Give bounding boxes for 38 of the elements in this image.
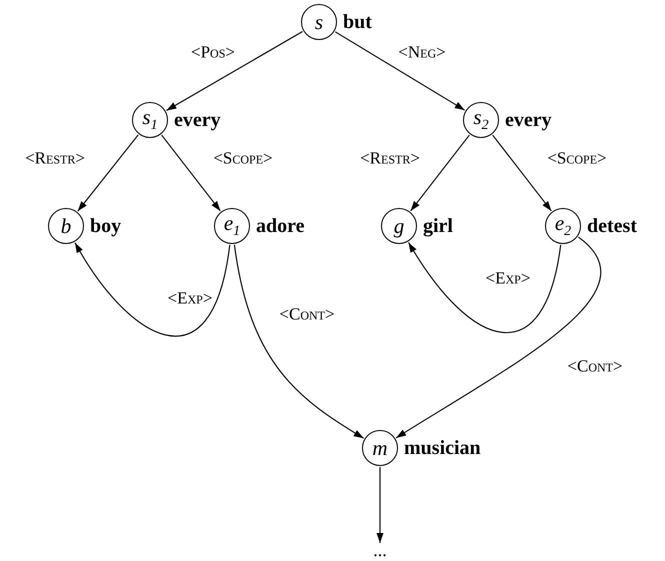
arrow <box>77 134 139 212</box>
edge-label: <Exp> <box>166 290 214 306</box>
arrow <box>334 31 466 111</box>
variable-circle: e$_{2}$ <box>545 208 581 244</box>
ellipsis-text: ... <box>365 543 395 557</box>
word-label: every <box>174 110 221 130</box>
edge-label: <Exp> <box>484 270 532 286</box>
variable-circle: m <box>362 430 398 466</box>
word-label: detest <box>587 216 637 236</box>
arrow <box>396 236 601 438</box>
word-label: boy <box>90 216 122 236</box>
variable-circle: s <box>301 4 337 40</box>
arrow <box>410 134 470 212</box>
edge-label: <Scope> <box>212 150 274 166</box>
arrow <box>161 134 221 212</box>
variable-circle: s$_{2}$ <box>463 102 499 138</box>
arrow <box>74 242 230 336</box>
edge-label: <Cont> <box>566 358 624 374</box>
edge-label: <Cont> <box>278 306 336 322</box>
arrow <box>166 31 303 111</box>
word-label: every <box>505 110 552 130</box>
arrow <box>234 244 364 439</box>
variable-circle: b <box>48 208 84 244</box>
variable-circle: e$_{1}$ <box>214 208 250 244</box>
edge-label: <Restr> <box>24 150 86 166</box>
edge-label: <Restr> <box>359 150 421 166</box>
edge-label: <Scope> <box>546 150 608 166</box>
word-label: musician <box>404 438 481 458</box>
arrow <box>408 242 562 333</box>
word-label: girl <box>423 216 453 236</box>
arrow <box>376 467 384 543</box>
variable-circle: s$_{1}$ <box>132 102 168 138</box>
arrow <box>492 134 552 212</box>
variable-circle: g <box>381 208 417 244</box>
edge-label: <Pos> <box>190 44 236 60</box>
edge-label: <Neg> <box>397 44 447 60</box>
word-label: but <box>343 12 372 32</box>
word-label: adore <box>256 216 305 236</box>
